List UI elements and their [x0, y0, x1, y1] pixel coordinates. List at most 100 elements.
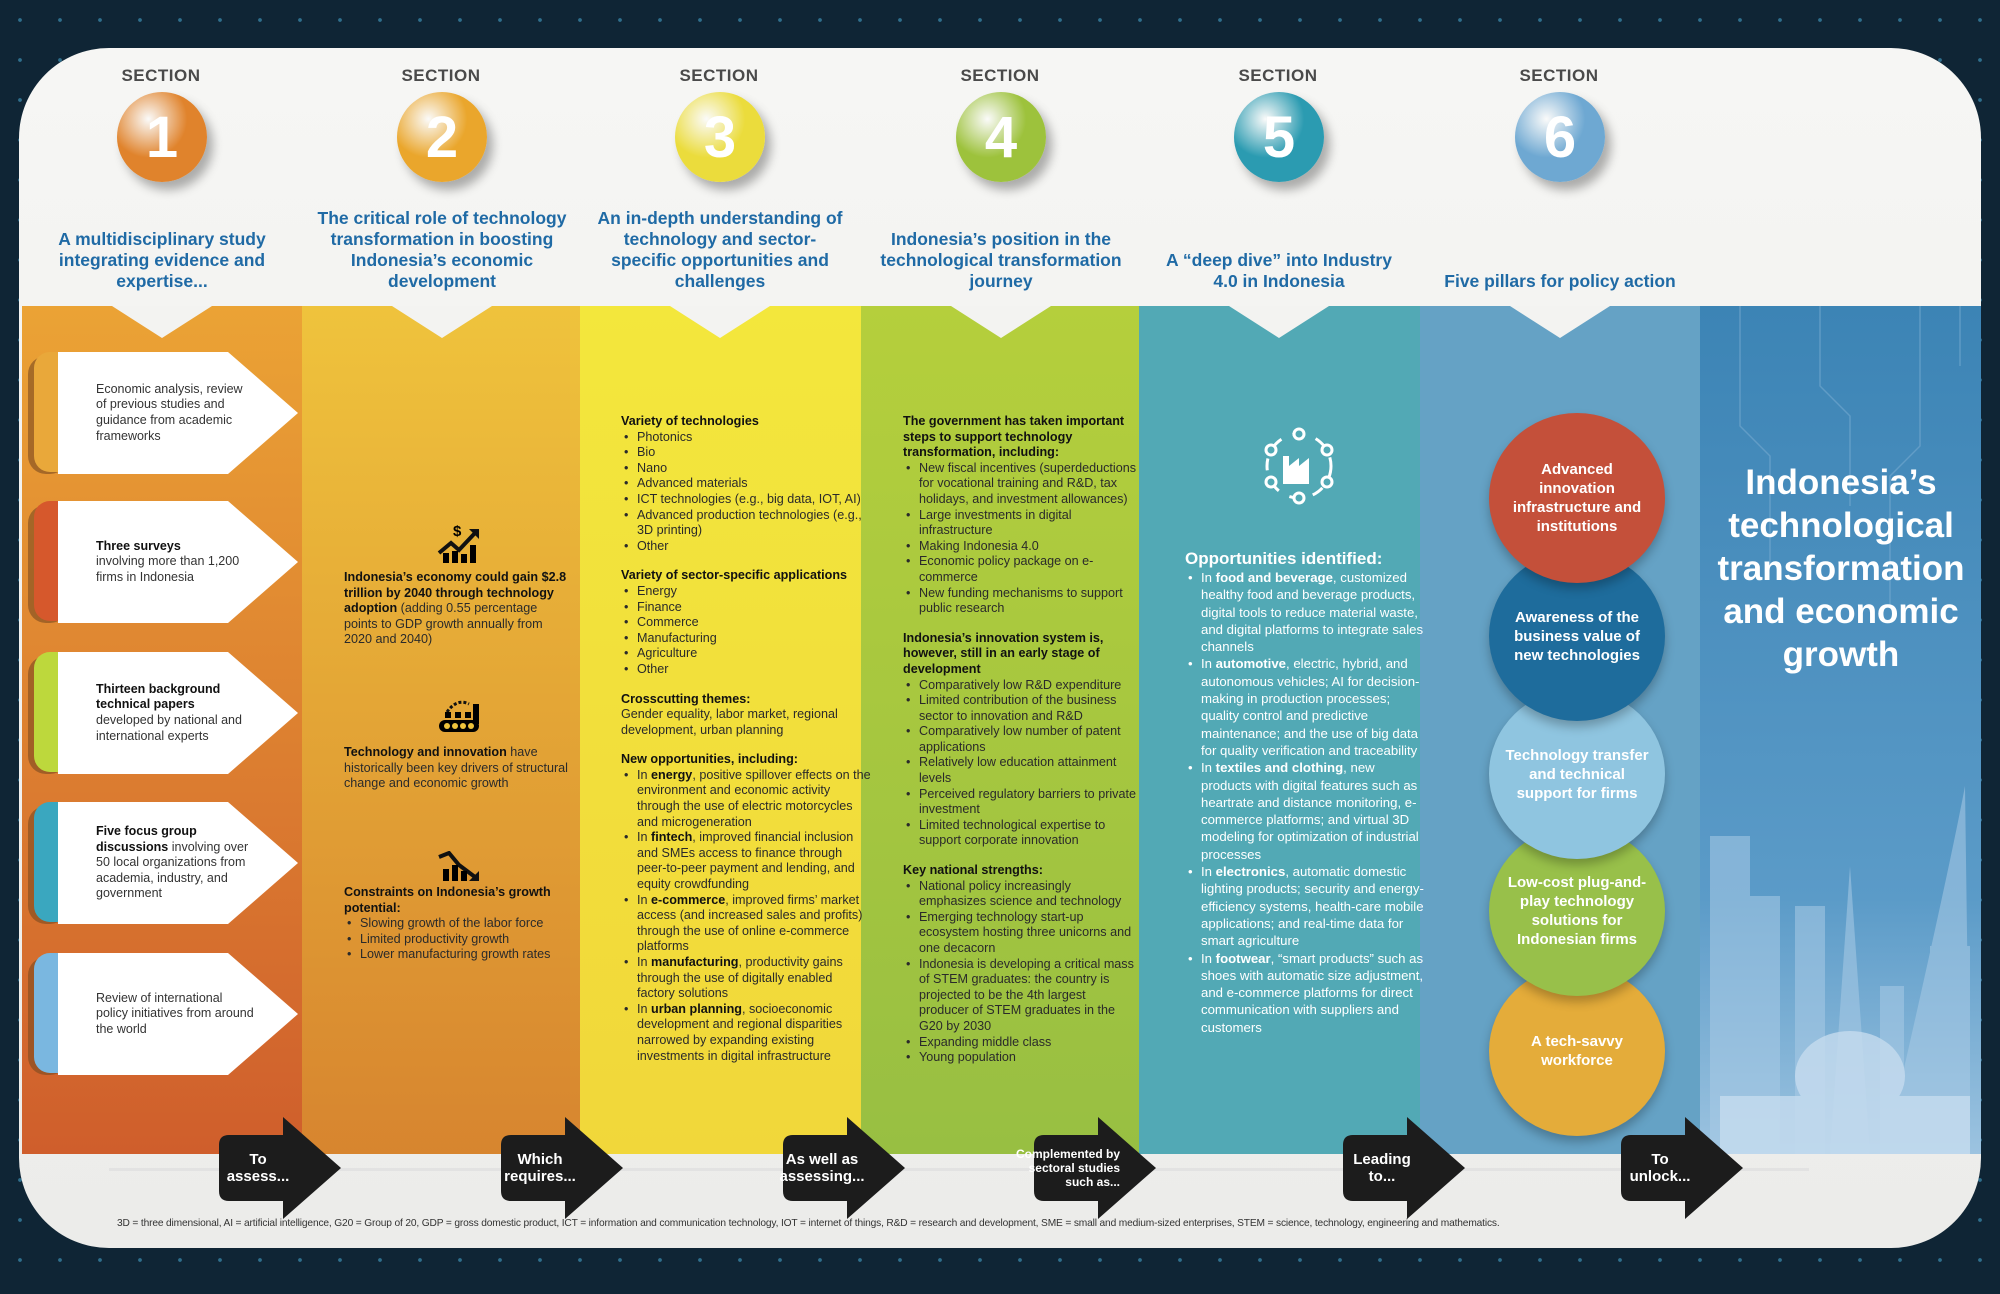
notch-pointer: [1510, 306, 1610, 338]
list-item-text: Relatively low education attainment leve…: [919, 755, 1117, 786]
list-item-text: , improved firms’ market access (and inc…: [637, 892, 863, 954]
method-card-bold: Thirteen background technical papers: [96, 681, 221, 712]
list-item-text: , new products with digital features suc…: [1201, 760, 1419, 862]
section-label: SECTION: [121, 66, 201, 85]
list-item-text: Perceived regulatory barriers to private…: [919, 786, 1136, 817]
bullet-list: National policy increasingly emphasizes …: [903, 879, 1138, 1066]
list-item-text: New fiscal incentives (superdeductions f…: [919, 460, 1136, 506]
list-item: Commerce: [621, 615, 871, 631]
list-item: In electronics, automatic domestic light…: [1185, 863, 1425, 949]
bold-sector: manufacturing: [651, 955, 739, 969]
list-item-text: Manufacturing: [637, 630, 717, 645]
list-item-text: , socioeconomic development and regional…: [637, 1001, 843, 1063]
list-item: Finance: [621, 600, 871, 616]
list-item: New fiscal incentives (superdeductions f…: [903, 461, 1138, 508]
list-item: Economic policy package on e-commerce: [903, 554, 1138, 585]
flow-arrow-connector: To assess...: [219, 1117, 343, 1219]
policy-pillar: Low-cost plug-and-play technology soluti…: [1489, 826, 1665, 996]
innovation-drivers-text: Technology and innovation have historica…: [344, 745, 569, 792]
group-text: Gender equality, labor market, regional …: [621, 707, 838, 737]
list-item: In footwear, “smart products” such as sh…: [1185, 950, 1425, 1036]
bold-sector: electronics: [1215, 864, 1286, 880]
list-item-text: Other: [637, 538, 669, 553]
bullet-list: In energy, positive spillover effects on…: [621, 768, 871, 1064]
list-item: In fintech, improved financial inclusion…: [621, 830, 871, 892]
list-item: In energy, positive spillover effects on…: [621, 768, 871, 830]
policy-pillar: Awareness of the business value of new t…: [1489, 551, 1665, 721]
section-number-badge: 2: [397, 92, 487, 182]
list-item: Indonesia is developing a critical mass …: [903, 957, 1138, 1035]
list-item: In urban planning, socioeconomic develop…: [621, 1002, 871, 1064]
list-item-text: , “smart products” such as shoes with au…: [1201, 950, 1424, 1035]
connector-label: Which requires...: [504, 1151, 576, 1185]
group-heading: Indonesia’s innovation system is, howeve…: [903, 630, 1104, 676]
bold-sector: textiles and clothing: [1215, 760, 1344, 776]
title-panel: Indonesia’s technological transformation…: [1700, 306, 1981, 1154]
list-item-prefix: In: [1201, 950, 1216, 966]
list-item-prefix: In: [637, 892, 652, 907]
section-title: A multidisciplinary study integrating ev…: [58, 229, 266, 291]
bullet-list: EnergyFinanceCommerceManufacturingAgricu…: [621, 584, 871, 678]
list-item-prefix: In: [637, 1001, 652, 1016]
list-item-prefix: In: [637, 767, 652, 782]
list-item-prefix: In: [1201, 864, 1216, 880]
list-item-text: New funding mechanisms to support public…: [919, 585, 1123, 616]
list-item: Comparatively low number of patent appli…: [903, 724, 1138, 755]
constraints-list: Slowing growth of the labor forceLimited…: [344, 916, 569, 963]
arrow-card-shape: [28, 501, 298, 623]
section-label: SECTION: [1238, 66, 1318, 85]
bold-sector: e-commerce: [651, 892, 726, 907]
list-item-text: Agriculture: [637, 646, 698, 661]
connector-label: Complemented by sectoral studies such as…: [1015, 1147, 1120, 1189]
section-label: SECTION: [401, 66, 481, 85]
list-item-text: Photonics: [637, 429, 693, 444]
list-item: National policy increasingly emphasizes …: [903, 879, 1138, 910]
list-item-text: Economic policy package on e-commerce: [919, 554, 1094, 584]
connector-label: Leading to...: [1353, 1151, 1411, 1185]
section-number-badge: 1: [117, 92, 207, 182]
section-label: SECTION: [1519, 66, 1599, 85]
list-item-text: , positive spillover effects on the envi…: [637, 767, 871, 829]
section-title: Five pillars for policy action: [1444, 271, 1676, 291]
list-item: Perceived regulatory barriers to private…: [903, 787, 1138, 818]
list-item: Energy: [621, 584, 871, 600]
list-item: Nano: [621, 461, 871, 477]
flow-arrow-connector: Leading to...: [1343, 1117, 1467, 1219]
list-item: Manufacturing: [621, 631, 871, 647]
col5-content: Opportunities identified:In food and bev…: [1185, 548, 1425, 1036]
list-item: Relatively low education attainment leve…: [903, 755, 1138, 786]
arrow-card-shape: [28, 953, 298, 1075]
list-item-text: , customized healthy food and beverage p…: [1201, 570, 1424, 655]
list-item: ICT technologies (e.g., big data, IOT, A…: [621, 492, 871, 508]
list-item: Young population: [903, 1050, 1138, 1066]
list-item-text: Limited technological expertise to suppo…: [919, 817, 1106, 848]
col4-content: The government has taken important steps…: [903, 414, 1138, 1066]
method-card-bold: Three surveys: [96, 538, 181, 553]
method-card-text: Review of international policy initiativ…: [96, 990, 254, 1036]
list-item: Bio: [621, 445, 871, 461]
list-item: Slowing growth of the labor force: [344, 916, 569, 932]
list-item: Large investments in digital infrastruct…: [903, 508, 1138, 539]
list-item-text: Bio: [637, 445, 656, 460]
bullet-list: Comparatively low R&D expenditureLimited…: [903, 678, 1138, 850]
method-card: Economic analysis, review of previous st…: [28, 352, 303, 474]
method-card-body: Review of international policy initiativ…: [96, 953, 256, 1075]
list-item: Comparatively low R&D expenditure: [903, 678, 1138, 694]
section-number-badge: 5: [1234, 92, 1324, 182]
section-number-badge: 4: [956, 92, 1046, 182]
notch-pointer: [951, 306, 1051, 338]
flow-arrow-connector: Which requires...: [501, 1117, 625, 1219]
method-card: Five focus group discussions involving o…: [28, 802, 303, 924]
list-item-text: National policy increasingly emphasizes …: [919, 878, 1122, 909]
constraints-heading: Constraints on Indonesia’s growth potent…: [344, 885, 551, 915]
section-label: SECTION: [960, 66, 1040, 85]
section-header-1: SECTION 1 A multidisciplinary study integr…: [22, 48, 302, 306]
list-item-text: Energy: [637, 583, 677, 598]
section-title: A “deep dive” into Industry 4.0 in Indon…: [1166, 250, 1392, 291]
